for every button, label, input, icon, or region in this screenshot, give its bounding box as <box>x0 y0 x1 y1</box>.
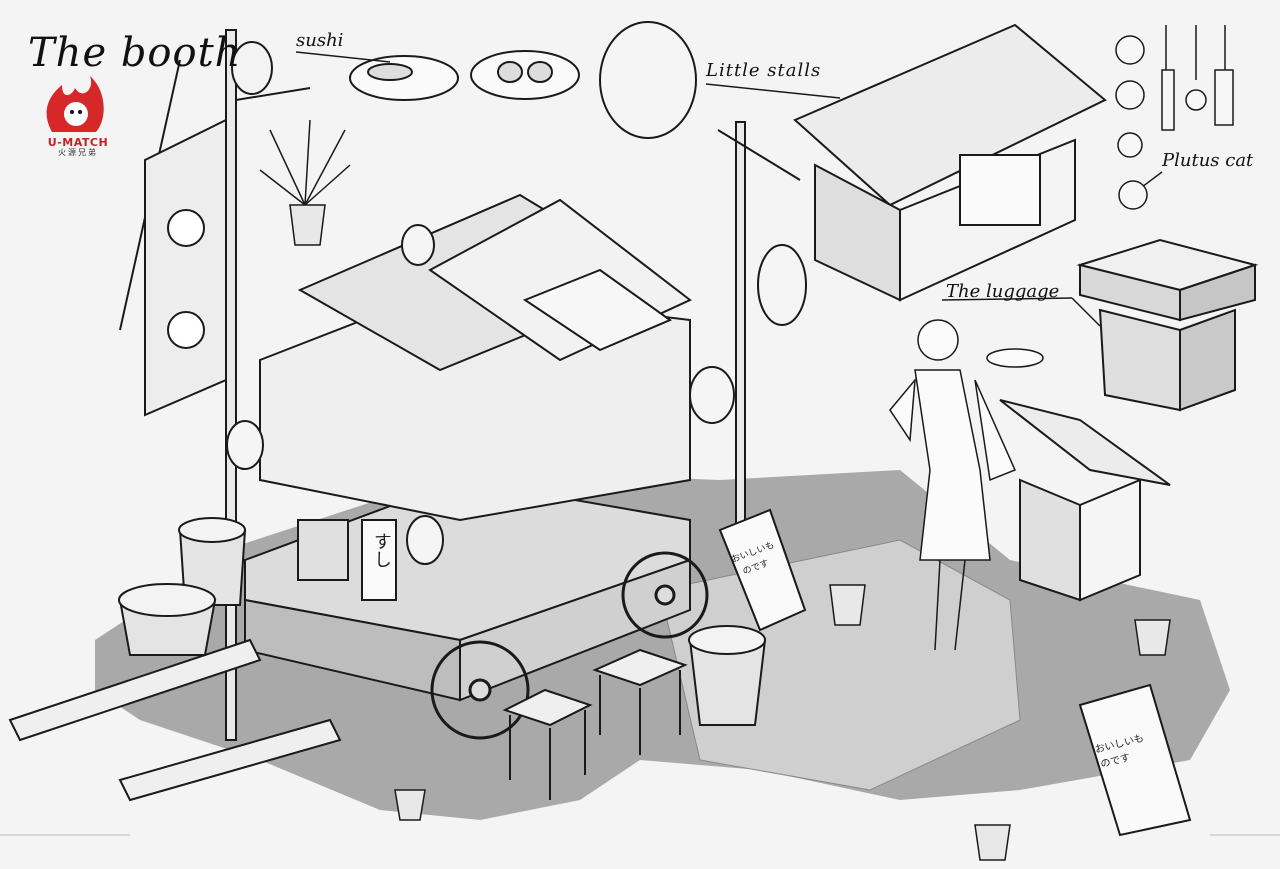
logo-subtitle: 火源兄弟 <box>58 148 98 157</box>
potted-plants <box>259 119 1171 861</box>
luggage-boxes <box>1076 238 1259 412</box>
logo-name: U-MATCH <box>47 136 109 149</box>
wooden-tubs <box>118 517 767 726</box>
banner-pole <box>119 29 311 741</box>
stools <box>502 648 688 800</box>
little-stall <box>793 23 1107 302</box>
menu-boards <box>718 508 1192 837</box>
sushi-cart <box>244 193 692 702</box>
label-luggage: The luggage <box>946 281 1060 302</box>
plutus-cat-charms <box>1115 25 1234 210</box>
waitress-figure <box>889 319 1044 651</box>
paper-lanterns <box>226 21 807 565</box>
cart-handles <box>8 638 342 802</box>
cart-sign-text: すし <box>371 532 392 568</box>
label-sushi: sushi <box>296 30 344 51</box>
u-match-logo-icon <box>46 76 104 132</box>
label-little-stalls: Little stalls <box>706 60 822 81</box>
label-plutus-cat: Plutus cat <box>1162 150 1254 171</box>
page-title: The booth <box>28 30 242 76</box>
cart-wheels <box>430 551 709 740</box>
sushi-plates <box>349 50 580 101</box>
mini-shrine <box>999 399 1171 602</box>
